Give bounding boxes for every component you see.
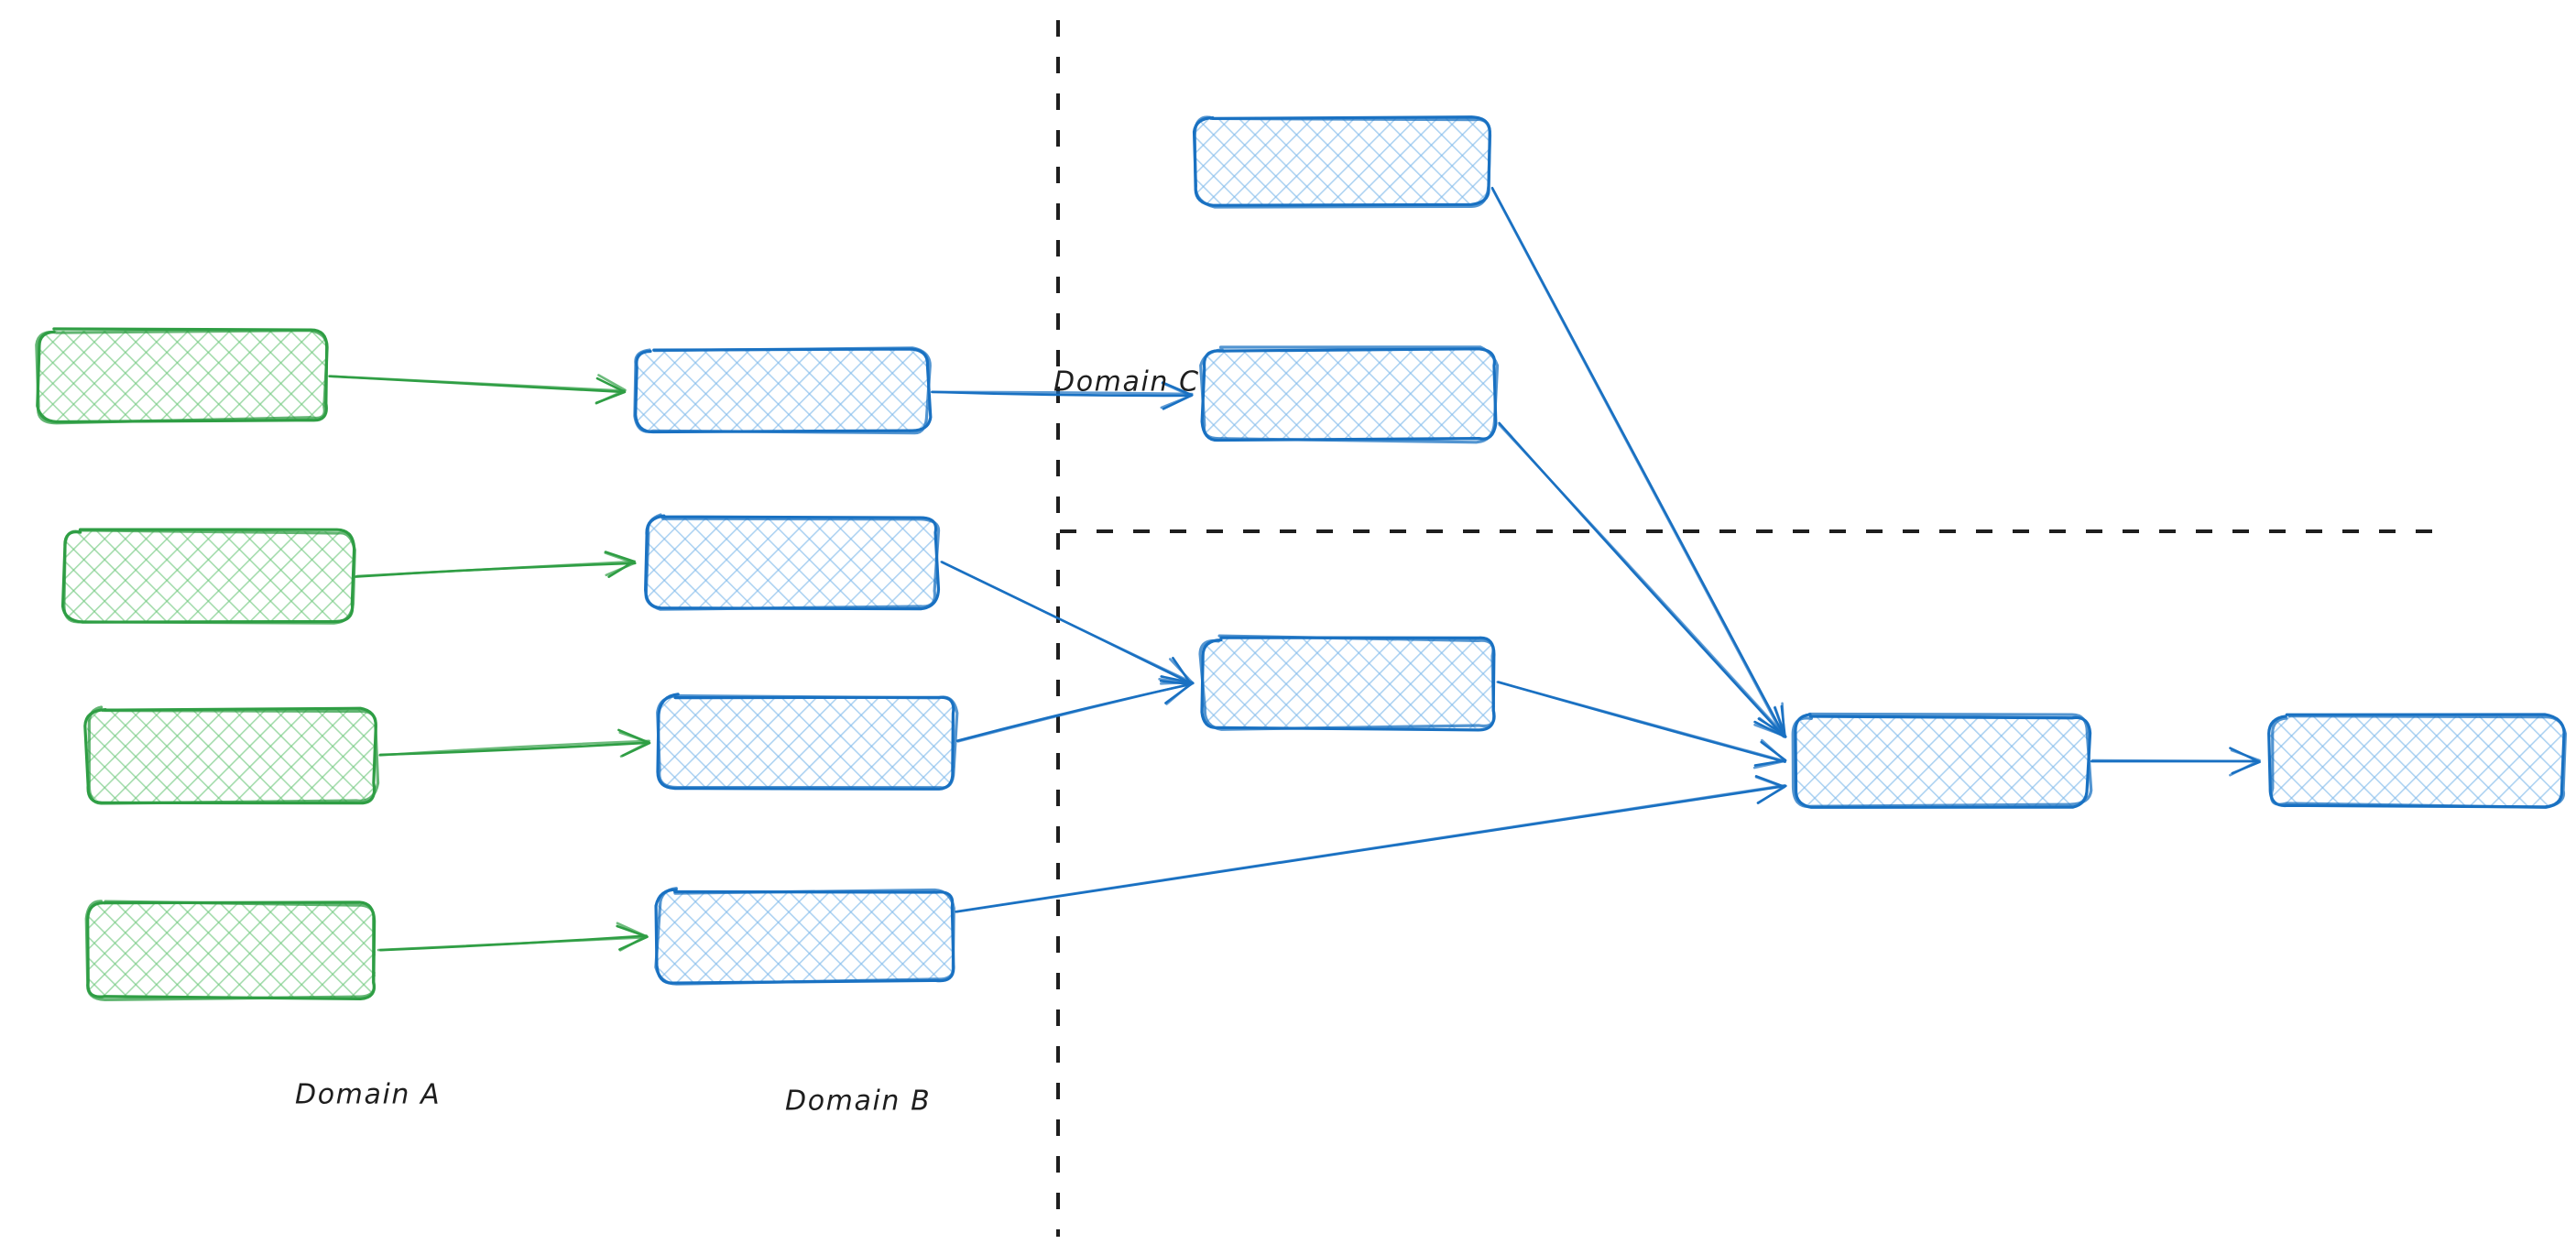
edge-e-b1-c2[interactable] <box>931 381 1194 410</box>
edge-arrowhead <box>595 374 627 405</box>
node-outline <box>2269 715 2568 809</box>
edge-line <box>329 375 626 392</box>
edge-line <box>940 560 1195 684</box>
edge-line <box>1496 681 1785 762</box>
edge-line <box>955 783 1786 913</box>
edge-e-b2-c3[interactable] <box>940 560 1195 686</box>
node-hub[interactable] <box>1791 712 2093 809</box>
edge-arrowhead <box>604 551 637 577</box>
node-hatch-fill <box>660 696 955 788</box>
edge-arrowhead <box>1754 775 1785 804</box>
node-hatch-fill <box>636 350 929 432</box>
node-outline <box>87 705 380 805</box>
edge-arrowhead <box>1158 678 1193 705</box>
edge-arrowhead <box>1160 381 1193 409</box>
node-hatch-fill <box>87 902 376 998</box>
edge-arrowhead <box>1753 705 1787 738</box>
edge-e-a1-b1[interactable] <box>328 374 627 405</box>
edge-line <box>1490 188 1785 738</box>
node-outline <box>633 346 932 435</box>
edge-e-c1-hub[interactable] <box>1490 186 1786 738</box>
node-b3[interactable] <box>656 693 959 791</box>
edge-arrowhead <box>1752 738 1786 769</box>
edge-arrowhead <box>616 922 648 952</box>
node-hatch-fill <box>1796 716 2089 806</box>
node-c2[interactable] <box>1199 345 1500 444</box>
node-a2[interactable] <box>60 528 356 625</box>
node-hatch-fill <box>646 518 937 607</box>
edge-e-c3-hub[interactable] <box>1496 681 1787 769</box>
edge-e-b3-c3[interactable] <box>955 675 1195 743</box>
edge-line <box>931 390 1194 396</box>
domain-label-domain-a: Domain A <box>295 1079 441 1111</box>
node-hatch-fill <box>64 531 353 621</box>
node-outline <box>1199 345 1500 444</box>
node-outline <box>35 329 329 425</box>
node-layer <box>35 115 2568 1002</box>
node-c1[interactable] <box>1192 115 1492 209</box>
edge-e-a3-b3[interactable] <box>378 728 651 758</box>
edge-line <box>1498 423 1787 738</box>
node-c3[interactable] <box>1198 634 1496 732</box>
node-outline <box>1198 634 1496 731</box>
domain-label-domain-b: Domain B <box>785 1086 931 1118</box>
edge-e-a2-b2[interactable] <box>354 551 637 578</box>
edge-layer <box>328 186 2261 952</box>
node-outline <box>84 900 376 1002</box>
divider-layer <box>1056 20 2448 1237</box>
node-outline <box>1193 115 1492 209</box>
edge-arrowhead <box>2229 748 2261 777</box>
node-outline <box>62 529 356 625</box>
edge-line <box>378 739 650 757</box>
edge-e-hub-out[interactable] <box>2090 747 2261 777</box>
node-a3[interactable] <box>83 705 380 805</box>
node-hatch-fill <box>658 890 953 982</box>
node-b2[interactable] <box>644 513 941 611</box>
node-hatch-fill <box>1203 350 1495 440</box>
edge-line <box>377 935 647 952</box>
node-out[interactable] <box>2267 713 2568 809</box>
node-a1[interactable] <box>35 327 329 425</box>
edge-e-a4-b4[interactable] <box>377 922 649 952</box>
edge-line <box>355 560 637 578</box>
edge-line <box>956 682 1195 743</box>
edge-line <box>2090 758 2260 763</box>
edge-arrowhead <box>618 731 650 758</box>
node-hatch-fill <box>1195 117 1489 204</box>
node-outline <box>656 693 959 790</box>
node-outline <box>654 887 955 986</box>
node-outline <box>644 513 941 611</box>
node-b4[interactable] <box>654 887 955 986</box>
domain-label-layer: Domain A Domain B Domain C <box>295 366 1200 1118</box>
node-outline <box>1791 712 2093 809</box>
node-outline <box>1794 713 2092 809</box>
node-b1[interactable] <box>633 346 933 435</box>
node-hatch-fill <box>38 331 327 420</box>
edge-e-b4-hub[interactable] <box>955 775 1787 913</box>
node-hatch-fill <box>87 710 376 802</box>
edge-e-c2-hub[interactable] <box>1498 421 1787 738</box>
node-a4[interactable] <box>84 900 377 1002</box>
node-hatch-fill <box>2270 716 2563 806</box>
domain-label-domain-c: Domain C <box>1053 366 1200 398</box>
node-hatch-fill <box>1203 638 1495 728</box>
